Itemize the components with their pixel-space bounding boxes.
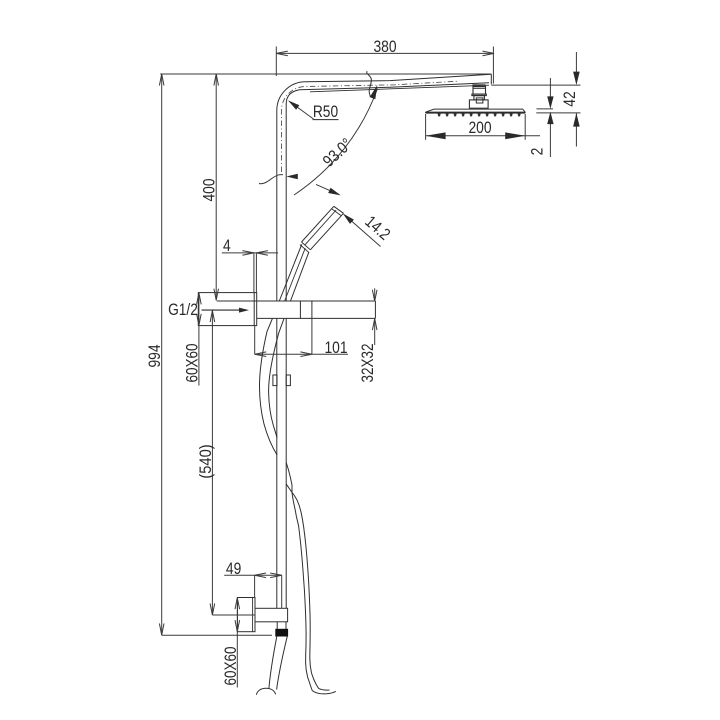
svg-text:4: 4 [223, 237, 231, 255]
svg-text:49: 49 [226, 560, 241, 578]
svg-text:400: 400 [201, 178, 219, 201]
svg-text:60X60: 60X60 [183, 344, 201, 383]
svg-text:200: 200 [468, 119, 491, 137]
svg-text:R50: R50 [313, 103, 338, 121]
svg-text:2: 2 [529, 148, 547, 156]
svg-text:G1/2: G1/2 [168, 301, 198, 319]
svg-text:32X32: 32X32 [359, 344, 377, 383]
svg-text:101: 101 [324, 339, 347, 357]
svg-text:(540): (540) [197, 444, 215, 478]
svg-text:42: 42 [561, 91, 579, 106]
svg-text:380: 380 [373, 38, 396, 56]
svg-text:60X60: 60X60 [222, 647, 240, 686]
svg-text:994: 994 [146, 344, 164, 367]
